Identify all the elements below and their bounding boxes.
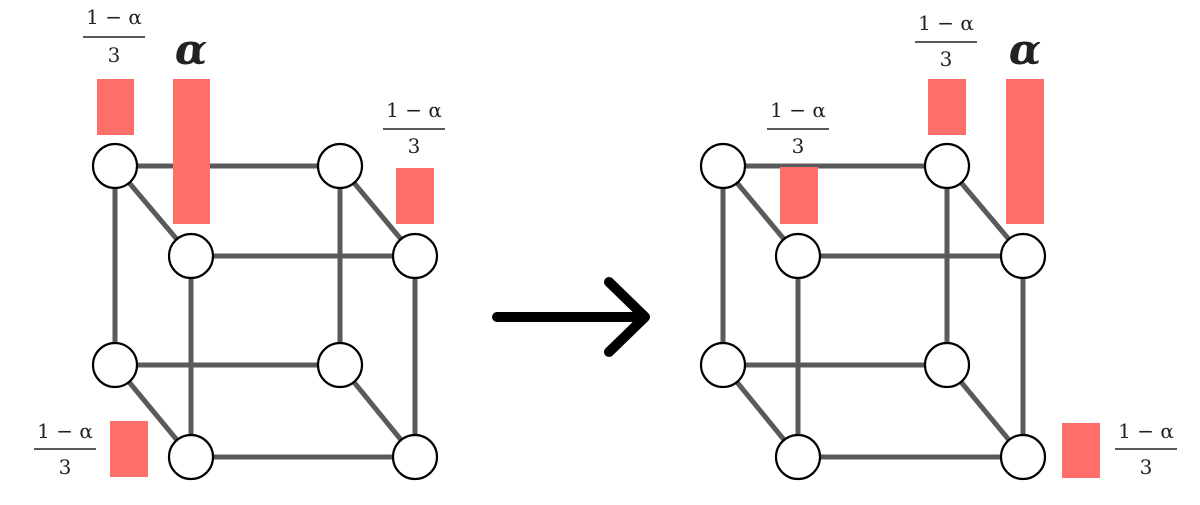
vertex-node bbox=[91, 142, 139, 190]
fraction-label: 1 − α 3 bbox=[383, 98, 445, 158]
right-arrow-icon bbox=[492, 277, 650, 357]
probability-bar-back-top-left bbox=[97, 79, 134, 135]
right-cube: 1 − α 3 1 − α 3 α 1 − α 3 bbox=[699, 11, 1177, 481]
vertex-node bbox=[167, 433, 215, 481]
arrow-head bbox=[604, 277, 650, 357]
fraction-label: 1 − α 3 bbox=[767, 98, 829, 158]
fraction-label: 1 − α 3 bbox=[915, 11, 977, 71]
alpha-label: α bbox=[1009, 25, 1041, 74]
probability-bar-front-bottom-left bbox=[110, 421, 148, 477]
vertex-node bbox=[923, 142, 971, 190]
fraction-numerator: 1 − α bbox=[770, 98, 826, 122]
fraction-denominator: 3 bbox=[59, 455, 72, 479]
fraction-denominator: 3 bbox=[940, 47, 953, 71]
vertex-node bbox=[999, 433, 1047, 481]
vertex-node bbox=[391, 232, 439, 280]
probability-bar-back-top-left bbox=[780, 167, 818, 224]
vertex-node bbox=[774, 232, 822, 280]
fraction-numerator: 1 − α bbox=[918, 11, 974, 35]
vertex-node bbox=[167, 232, 215, 280]
fraction-denominator: 3 bbox=[108, 43, 121, 67]
vertex-node bbox=[999, 232, 1047, 280]
fraction-label: 1 − α 3 bbox=[34, 419, 96, 479]
alpha-label: α bbox=[175, 25, 207, 74]
vertex-node bbox=[391, 433, 439, 481]
vertex-node bbox=[316, 341, 364, 389]
fraction-numerator: 1 − α bbox=[86, 5, 142, 29]
fraction-denominator: 3 bbox=[1140, 455, 1153, 479]
vertex-node bbox=[774, 433, 822, 481]
fraction-denominator: 3 bbox=[792, 134, 805, 158]
fraction-label: 1 − α 3 bbox=[1115, 419, 1177, 479]
fraction-label: 1 − α 3 bbox=[83, 5, 145, 67]
probability-bar-alpha bbox=[173, 79, 210, 224]
vertex-node bbox=[923, 341, 971, 389]
fraction-denominator: 3 bbox=[408, 134, 421, 158]
probability-bar-front-top-right bbox=[396, 168, 434, 224]
probability-bar-back-top-right bbox=[928, 79, 966, 135]
probability-bar-alpha bbox=[1006, 79, 1044, 224]
vertex-node bbox=[699, 142, 747, 190]
probability-bar-front-bottom-right bbox=[1062, 423, 1100, 478]
fraction-numerator: 1 − α bbox=[37, 419, 93, 443]
vertex-node bbox=[91, 341, 139, 389]
fraction-numerator: 1 − α bbox=[386, 98, 442, 122]
vertex-node bbox=[316, 142, 364, 190]
vertex-node bbox=[699, 341, 747, 389]
fraction-numerator: 1 − α bbox=[1118, 419, 1174, 443]
left-cube: 1 − α 3 α 1 − α 3 1 − α 3 bbox=[34, 5, 445, 481]
